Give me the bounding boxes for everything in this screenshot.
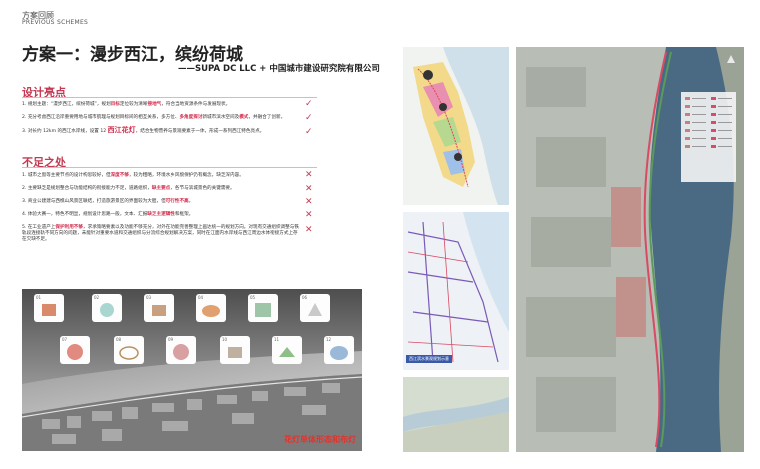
deficiencies-divider — [22, 167, 317, 168]
highlight-item-1: 1. 规划主题：“漫步西江，缤纷荷城”，规划目标定位较为清晰接地气，符合当地资源… — [22, 102, 231, 107]
lantern-illustration — [279, 347, 295, 357]
lantern-illustration — [202, 305, 220, 317]
deficiency-item-1: 1. 城市之窗等主要节点的设计构思较好，但深度不够，较为粗略，环境水乡风貌保护仍… — [22, 173, 244, 178]
check-icon: ✓ — [305, 99, 313, 109]
thumbnail-number: 05 — [250, 295, 256, 300]
highlights-heading: 设计亮点 — [22, 86, 66, 99]
thumbnail-number: 07 — [62, 337, 68, 342]
deficiency-item-2: 2. 主要缺乏是规划整合与功能结构的衔接能力不足，道路组织，缺主要点，各节与滨城… — [22, 186, 235, 191]
thumbnail-number: 10 — [222, 337, 228, 342]
cross-icon: ✕ — [305, 210, 313, 220]
aerial-rendering: 花灯单体形态和布灯 — [22, 289, 362, 451]
thumbnail-number: 09 — [168, 337, 174, 342]
lantern-illustration — [152, 305, 166, 316]
road-network-illustration — [407, 212, 509, 363]
lantern-thumbnail: 06 — [300, 294, 330, 322]
lantern-thumbnail: 07 — [60, 336, 90, 364]
lantern-illustration — [173, 344, 189, 360]
master-plan-map — [516, 47, 744, 452]
lantern-illustration — [119, 346, 139, 360]
thumbnail-number: 01 — [36, 295, 42, 300]
thumbnail-number: 11 — [274, 337, 280, 342]
lantern-illustration — [67, 344, 83, 360]
lantern-thumbnail: 03 — [144, 294, 174, 322]
section-label-en: PREVIOUS SCHEMES — [22, 19, 89, 26]
river-site-photo — [403, 377, 509, 452]
deficiency-item-4: 4. 体验大赛一，特色不明显，规划设计思路一般，文本、汇报缺乏主逻辑性和框架。 — [22, 212, 194, 217]
map-label: 西江滨水景观规划示意 — [406, 355, 452, 363]
master-plan-illustration — [516, 47, 744, 452]
check-icon: ✓ — [305, 113, 313, 123]
highlight-item-2: 2. 充分考虑西江沿岸重要用地与城市肌理与规划目标间的相互关系，多方位、多角度探… — [22, 115, 286, 120]
section-label-zh: 方案回顾 — [22, 11, 54, 20]
lantern-thumbnail: 02 — [92, 294, 122, 322]
land-use-map-illustration — [413, 47, 509, 205]
lantern-thumbnail: 09 — [166, 336, 196, 364]
thumbnail-number: 12 — [326, 337, 332, 342]
river-photo-illustration — [403, 377, 509, 452]
lantern-illustration — [308, 303, 322, 316]
aerial-city-illustration — [22, 289, 362, 451]
lantern-thumbnail: 08 — [114, 336, 144, 364]
thumbnail-number: 02 — [94, 295, 100, 300]
lantern-illustration — [255, 303, 271, 317]
cross-icon: ✕ — [305, 197, 313, 207]
rendering-caption: 花灯单体形态和布灯 — [284, 435, 356, 444]
lantern-thumbnail: 11 — [272, 336, 302, 364]
lantern-illustration — [100, 303, 114, 317]
lantern-illustration — [330, 346, 348, 360]
lantern-thumbnail: 01 — [34, 294, 64, 322]
lantern-thumbnail: 05 — [248, 294, 278, 322]
page-subtitle: ——SUPA DC LLC + 中国城市建设研究院有限公司 — [178, 64, 380, 74]
deficiency-item-3: 3. 商业公建建与西樵山风景区联结，打造旅游景区的界面较为大胆，但可行性不高。 — [22, 199, 194, 204]
thumbnail-number: 08 — [116, 337, 122, 342]
cross-icon: ✕ — [305, 225, 313, 235]
deficiencies-heading: 不足之处 — [22, 156, 66, 169]
thumbnail-number: 06 — [302, 295, 308, 300]
lantern-thumbnail: 04 — [196, 294, 226, 322]
land-use-plan-map — [403, 47, 509, 205]
road-network-map: 西江滨水景观规划示意 — [403, 212, 509, 370]
lantern-illustration — [42, 304, 56, 316]
cross-icon: ✕ — [305, 170, 313, 180]
lantern-illustration — [228, 347, 242, 358]
thumbnail-number: 03 — [146, 295, 152, 300]
thumbnail-number: 04 — [198, 295, 204, 300]
highlights-divider — [22, 97, 317, 98]
lantern-thumbnail: 12 — [324, 336, 354, 364]
highlight-item-3: 3. 对长约 12km 的西江水岸线，设置 12 西江花灯，结合生物营养与景观要… — [22, 126, 265, 135]
page-title: 方案一：漫步西江，缤纷荷城 — [22, 45, 243, 65]
cross-icon: ✕ — [305, 184, 313, 194]
lantern-thumbnail: 10 — [220, 336, 250, 364]
check-icon: ✓ — [305, 127, 313, 137]
deficiency-item-5: 5. 在工业遗产上保护利用不够，求承策略要素以及功能不够充分，对外在功能完善整理… — [22, 225, 299, 242]
